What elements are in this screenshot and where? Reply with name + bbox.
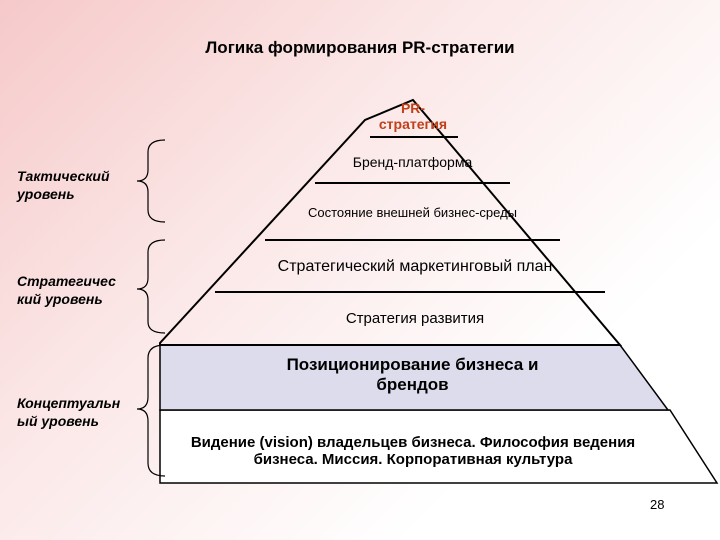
pyramid-outline xyxy=(159,98,623,346)
page-number: 28 xyxy=(650,497,665,512)
strategic-level-label: Стратегический уровень xyxy=(17,273,116,308)
vision-label: Видение (vision) владельцев бизнеса. Фил… xyxy=(190,434,636,469)
brace-conceptual xyxy=(136,344,166,477)
tactical-level-label: Тактический уровень xyxy=(17,168,110,203)
pr-strategy-line1: PR- xyxy=(400,100,426,116)
brace-strategic xyxy=(136,239,166,334)
external-environment-label: Состояние внешней бизнес-среды xyxy=(307,205,517,220)
marketing-plan-label: Стратегический маркетинговый план xyxy=(277,258,553,275)
development-strategy-label: Стратегия развития xyxy=(345,310,485,327)
pr-strategy-line2: стратегия xyxy=(378,116,448,133)
slide-title: Логика формирования PR-стратегии xyxy=(205,38,515,57)
pr-strategy-label: PR- стратегия xyxy=(363,100,463,132)
positioning-label: Позиционирование бизнеса и брендов xyxy=(286,355,539,394)
conceptual-level-label: Концептуальный уровень xyxy=(17,395,121,430)
brace-tactical xyxy=(136,139,166,223)
brand-platform-label: Бренд-платформа xyxy=(352,154,473,170)
